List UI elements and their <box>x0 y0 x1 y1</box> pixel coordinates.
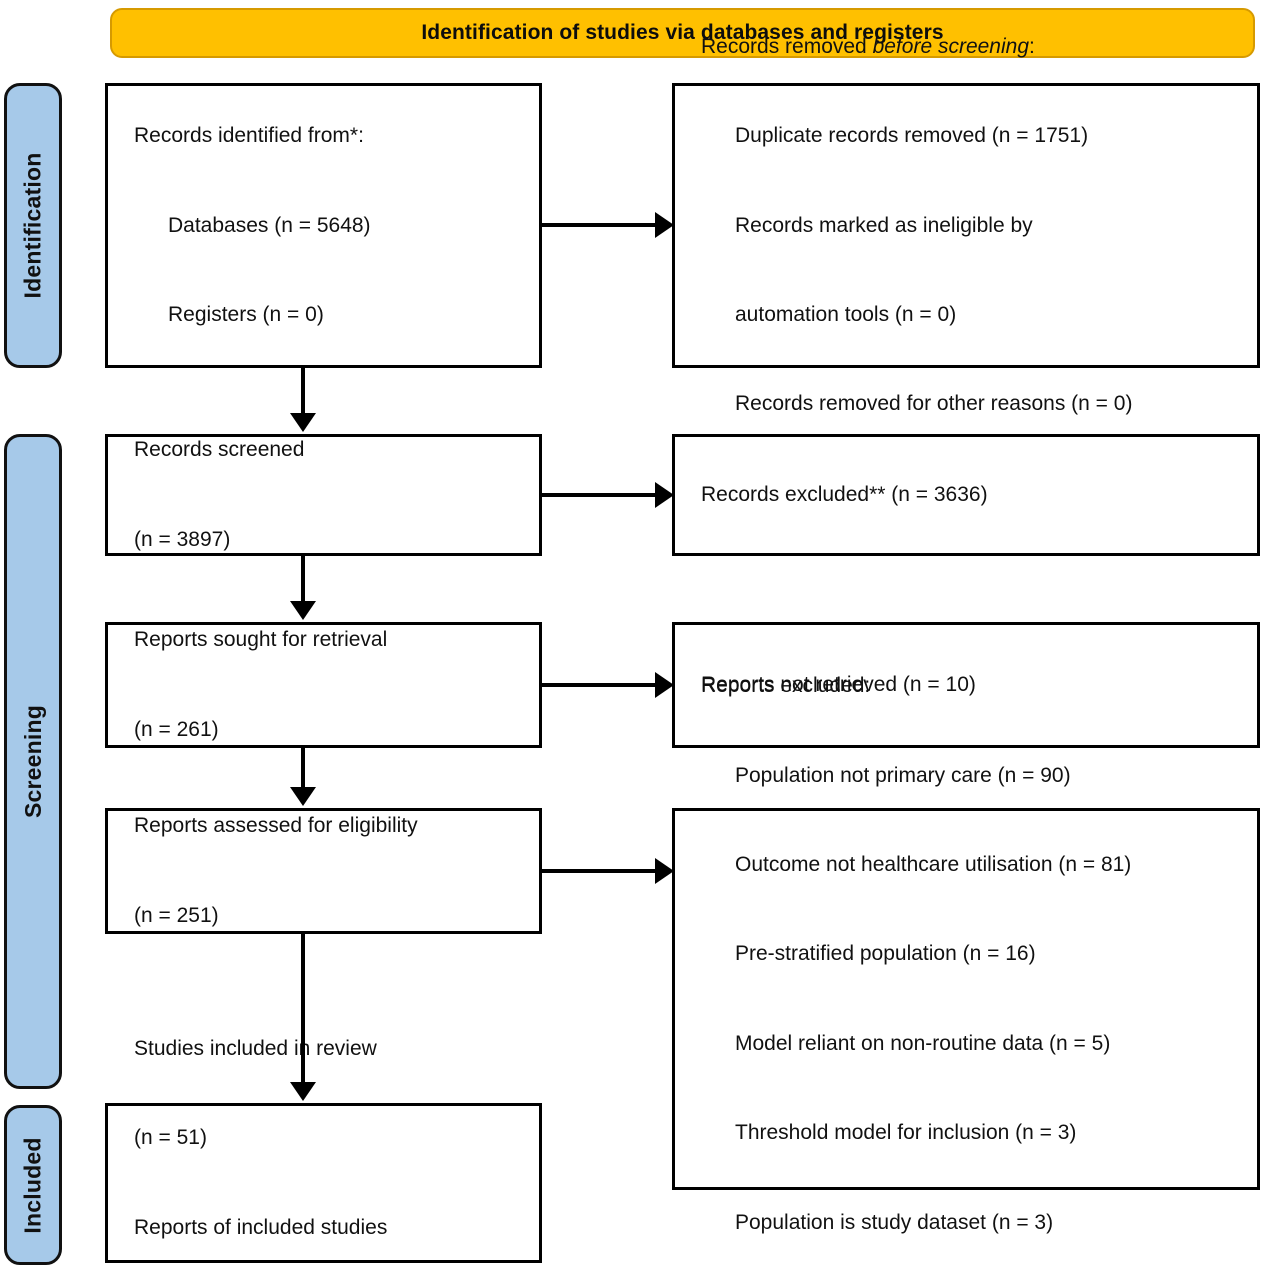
records-removed-heading: Records removed before screening: <box>701 32 1257 62</box>
studies-included-label: Studies included in review <box>134 1036 377 1060</box>
records-identified-heading: Records identified from*: <box>134 124 364 148</box>
box-reports-not-retrieved: Reports not retrieved (n = 10) <box>672 622 1260 748</box>
connector-identified-to-screened <box>301 368 305 415</box>
stage-rail-label-included: Included <box>19 1136 46 1234</box>
connector-screened-to-records-excluded <box>542 493 658 497</box>
arrowhead-right-identified-to-removed <box>655 212 674 238</box>
reports-excluded-reason-5: Threshold model for inclusion (n = 3) <box>735 1121 1077 1145</box>
arrowhead-right-assessed-to-reports-excluded <box>655 858 674 884</box>
box-reports-excluded: Reports excluded: Population not primary… <box>672 674 1260 1234</box>
phase-banner-identification: Identification of studies via databases … <box>110 8 1255 58</box>
records-removed-ineligible-line1: Records marked as ineligible by <box>735 213 1033 237</box>
box-records-removed-text: Records removed before screening: Duplic… <box>675 0 1257 479</box>
box-records-excluded: Records excluded** (n = 3636) <box>672 434 1260 556</box>
arrowhead-down-assessed-to-included <box>290 1082 316 1101</box>
box-reports-excluded-text: Reports excluded: Population not primary… <box>675 611 1257 1280</box>
records-removed-duplicates: Duplicate records removed (n = 1751) <box>735 124 1089 148</box>
reports-of-included-studies-label: Reports of included studies <box>134 1215 388 1239</box>
reports-excluded-reason-6: Population is study dataset (n = 3) <box>735 1210 1054 1234</box>
arrowhead-down-sought-to-assessed <box>290 787 316 806</box>
reports-excluded-reason-2: Outcome not healthcare utilisation (n = … <box>735 852 1132 876</box>
connector-screened-to-sought <box>301 556 305 603</box>
stage-rail-label-identification: Identification <box>19 152 46 299</box>
arrowhead-down-identified-to-screened <box>290 413 316 432</box>
records-removed-heading-italic: before screening <box>872 34 1030 58</box>
reports-excluded-reason-4: Model reliant on non-routine data (n = 5… <box>735 1031 1111 1055</box>
records-screened-label: Records screened <box>134 438 305 462</box>
records-screened-count: (n = 3897) <box>134 527 231 551</box>
connector-sought-to-assessed <box>301 748 305 789</box>
phase-banner-label: Identification of studies via databases … <box>421 21 944 44</box>
arrowhead-right-sought-to-not-retrieved <box>655 672 674 698</box>
records-removed-heading-suffix: : <box>1029 34 1035 58</box>
connector-sought-to-not-retrieved <box>542 683 658 687</box>
box-records-screened-text: Records screened (n = 3897) <box>108 376 539 615</box>
box-studies-included: Studies included in review (n = 51) Repo… <box>105 1037 542 1263</box>
box-studies-included-text: Studies included in review (n = 51) Repo… <box>108 974 539 1280</box>
records-removed-heading-prefix: Records removed <box>701 34 873 58</box>
connector-assessed-to-included <box>301 934 305 1084</box>
box-records-excluded-text: Records excluded** (n = 3636) <box>675 420 1257 569</box>
connector-identified-to-removed <box>542 223 658 227</box>
reports-assessed-count: (n = 251) <box>134 903 219 927</box>
reports-not-retrieved-label: Reports not retrieved (n = 10) <box>701 673 976 697</box>
stage-rail-included: Included <box>4 1105 62 1265</box>
box-records-screened: Records screened (n = 3897) <box>105 434 542 556</box>
connector-assessed-to-reports-excluded <box>542 869 658 873</box>
records-identified-registers: Registers (n = 0) <box>168 303 324 327</box>
reports-excluded-reason-1: Population not primary care (n = 90) <box>735 763 1071 787</box>
records-excluded-label: Records excluded** (n = 3636) <box>701 483 988 507</box>
stage-rail-identification: Identification <box>4 83 62 368</box>
box-reports-not-retrieved-text: Reports not retrieved (n = 10) <box>675 610 1257 759</box>
records-removed-ineligible-line2: automation tools (n = 0) <box>735 303 957 327</box>
reports-excluded-reason-3: Pre-stratified population (n = 16) <box>735 942 1036 966</box>
box-reports-sought-for-retrieval: Reports sought for retrieval (n = 261) <box>105 622 542 748</box>
box-records-identified: Records identified from*: Databases (n =… <box>105 83 542 368</box>
records-identified-databases: Databases (n = 5648) <box>168 213 371 237</box>
box-reports-sought-text: Reports sought for retrieval (n = 261) <box>108 566 539 805</box>
box-records-identified-text: Records identified from*: Databases (n =… <box>108 62 539 390</box>
reports-sought-label: Reports sought for retrieval <box>134 628 388 652</box>
studies-included-count: (n = 51) <box>134 1126 207 1150</box>
reports-excluded-heading: Reports excluded: <box>701 674 871 698</box>
records-removed-other-reasons: Records removed for other reasons (n = 0… <box>735 392 1133 416</box>
box-reports-assessed-text: Reports assessed for eligibility (n = 25… <box>108 752 539 991</box>
box-records-removed-before-screening: Records removed before screening: Duplic… <box>672 35 1260 415</box>
reports-sought-count: (n = 261) <box>134 717 219 741</box>
stage-rail-screening: Screening <box>4 434 62 1089</box>
arrowhead-right-screened-to-records-excluded <box>655 482 674 508</box>
box-reports-assessed-for-eligibility: Reports assessed for eligibility (n = 25… <box>105 808 542 934</box>
stage-rail-label-screening: Screening <box>19 704 46 819</box>
arrowhead-down-screened-to-sought <box>290 601 316 620</box>
reports-assessed-label: Reports assessed for eligibility <box>134 814 418 838</box>
